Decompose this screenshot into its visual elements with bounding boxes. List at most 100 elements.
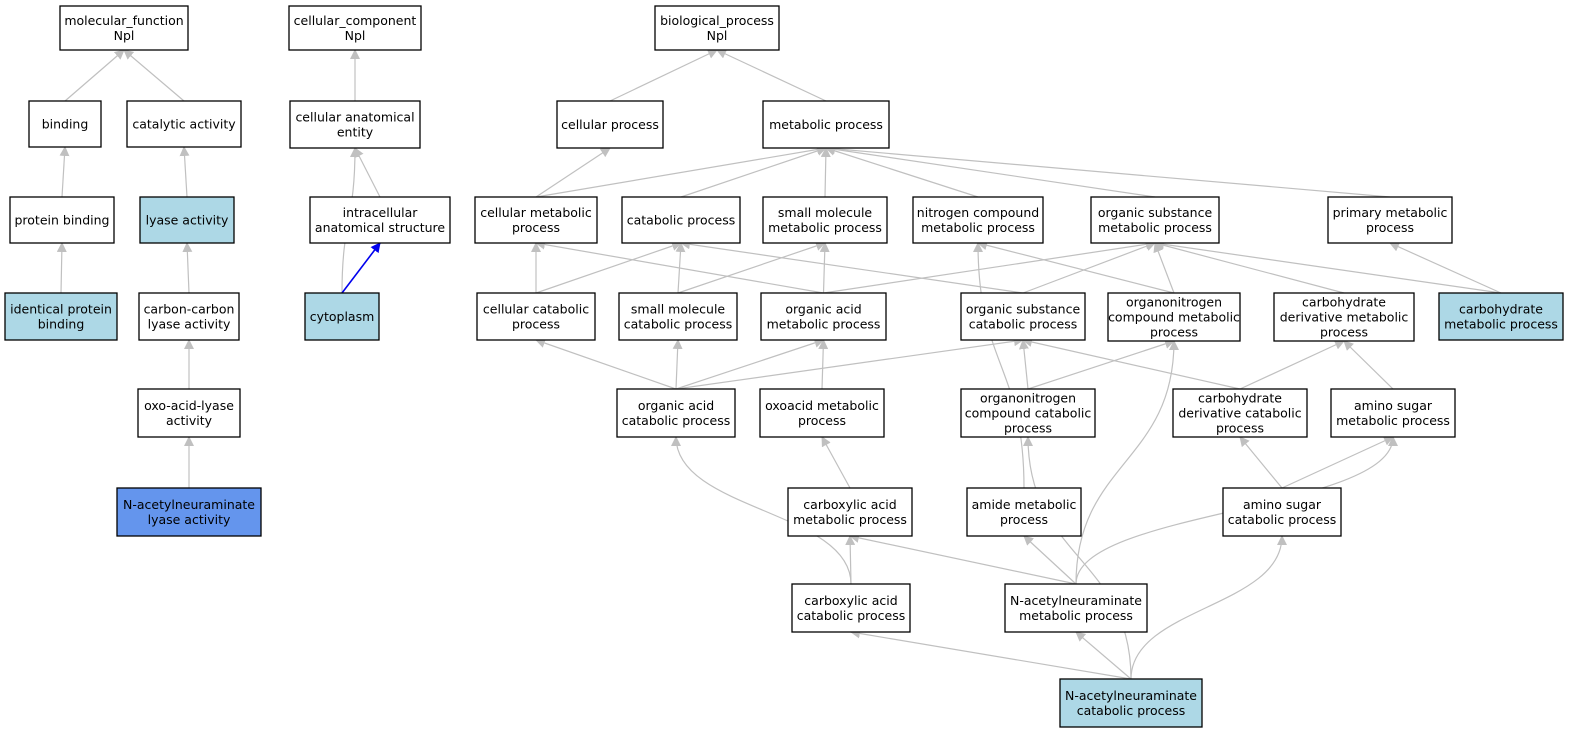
node-label-line: catabolic process (624, 317, 733, 332)
node-metab[interactable]: metabolic process (762, 100, 890, 149)
node-box (1438, 292, 1564, 341)
node-label-line: catabolic process (627, 213, 736, 228)
edge-cytoplasm-to-ias (341, 242, 381, 294)
edge-orgacid-to-orgsub (823, 239, 1156, 294)
node-label-line: catabolic process (1228, 512, 1337, 527)
node-label-line: organic substance (1098, 205, 1213, 220)
edge-binding-to-mf (64, 49, 125, 102)
edge-smcatab-to-smallmol (677, 241, 826, 294)
node-label-line: organonitrogen (1126, 295, 1222, 310)
node-box (28, 100, 102, 148)
node-label-line: entity (337, 125, 374, 140)
node-label-line: catabolic process (622, 413, 731, 428)
edge-nancatab-to-nanmetab (1075, 631, 1132, 680)
node-box (966, 487, 1082, 537)
node-label-line: catabolic process (1077, 703, 1186, 718)
node-box (654, 5, 780, 51)
node-label-line: identical protein (10, 302, 112, 317)
edge-oxoacid-to-orgacid (818, 339, 829, 390)
edges-layer (56, 49, 1502, 680)
node-label-line: primary metabolic (1333, 205, 1448, 220)
edge-cellproc-to-bp (609, 49, 718, 102)
edge-carbmetab-to-orgsub (1154, 239, 1502, 294)
edge-orgnitro-to-nitro (977, 240, 1175, 294)
node-box (1327, 196, 1453, 244)
edge-carbderivcatab-to-carbderiv (1239, 340, 1345, 390)
edge-nancatab-to-carboxcatab (850, 628, 1132, 680)
node-label-line: anatomical structure (315, 220, 445, 235)
edge-amide-to-nitro (973, 242, 1025, 489)
node-label-line: derivative catabolic (1178, 406, 1301, 421)
node-box (59, 5, 189, 51)
edge-nanmetab-to-orgnitro (1075, 340, 1179, 585)
node-label-line: catabolic process (797, 608, 906, 623)
edge-nancatab-to-orgnitrocatab (1023, 436, 1132, 680)
node-label-line: organic acid (638, 398, 714, 413)
edge-ias-to-cae (354, 147, 381, 198)
node-label-line: binding (42, 117, 89, 132)
edge-carbderiv-to-orgsub (1154, 240, 1345, 294)
node-box (912, 196, 1044, 244)
node-label-line: cellular catabolic (483, 302, 589, 317)
node-label-line: process (798, 413, 846, 428)
node-lyase[interactable]: lyase activity (139, 196, 235, 244)
node-binding[interactable]: binding (28, 100, 102, 148)
node-label-line: oxo-acid-lyase (144, 398, 234, 413)
edge-orgnitrocatab-to-orgnitro (1027, 339, 1175, 390)
node-cytoplasm[interactable]: cytoplasm (304, 292, 380, 341)
node-label-line: amide metabolic (972, 497, 1077, 512)
node-cellproc[interactable]: cellular process (556, 100, 664, 149)
node-label-line: N-acetylneuraminate (123, 497, 255, 512)
node-label-line: activity (166, 413, 213, 428)
edge-oacatab-to-orgacid (675, 338, 825, 390)
node-catab[interactable]: catabolic process (621, 196, 741, 244)
node-protbind[interactable]: protein binding (9, 196, 115, 244)
node-box (621, 196, 741, 244)
edge-catalytic-to-mf (123, 49, 185, 102)
edge-orgacid-to-cellmetab (535, 239, 824, 294)
edge-carbderivcatab-to-orgsubcatab (1022, 337, 1241, 390)
edge-metab-to-bp (716, 49, 827, 102)
node-catalytic[interactable]: catalytic activity (126, 100, 242, 148)
edge-aminosugarcatab-to-carbderivcatab (1239, 436, 1283, 489)
node-box (960, 292, 1086, 341)
node-label-line: metabolic process (768, 220, 882, 235)
edge-carboxcatab-to-oacatab (671, 436, 852, 585)
node-label-line: cellular_component (294, 13, 417, 28)
node-label-line: process (1150, 325, 1198, 340)
node-label-line: compound metabolic (1108, 310, 1240, 325)
